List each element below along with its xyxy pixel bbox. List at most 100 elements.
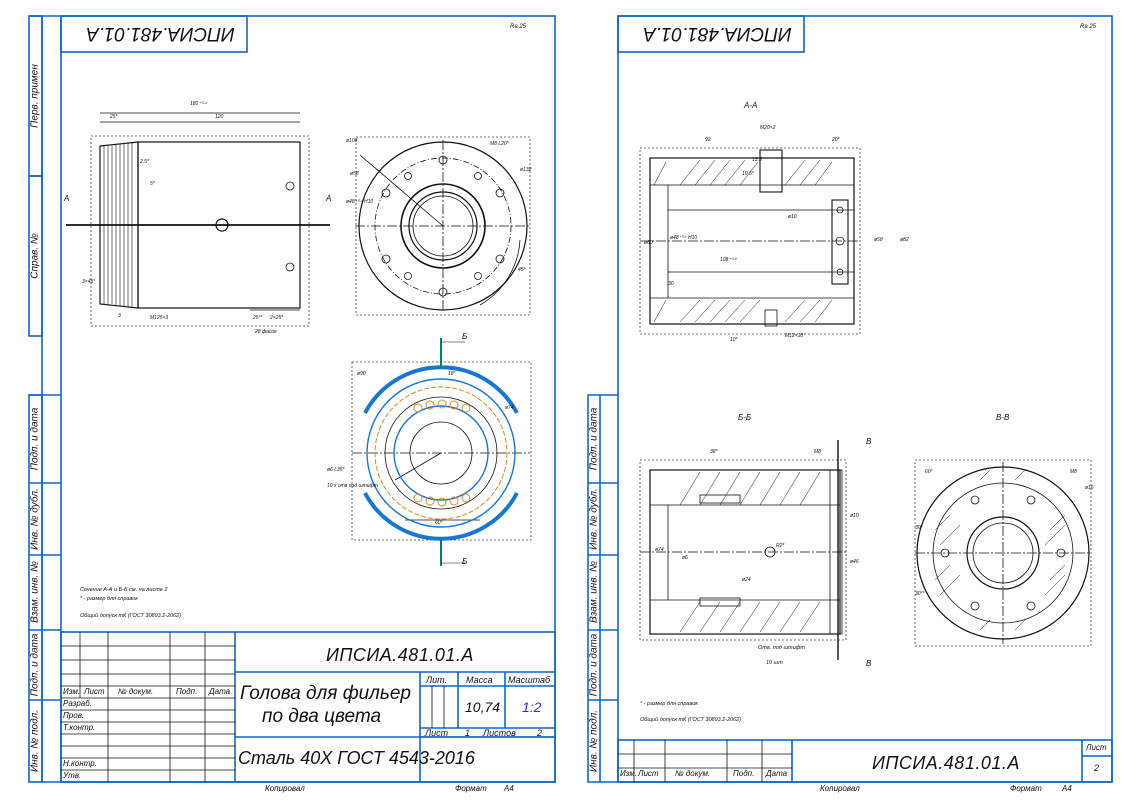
section-title: А-А [744, 101, 758, 110]
dimension: M12×18 [785, 333, 804, 339]
mass-value: 10,74 [465, 699, 501, 715]
material: Сталь 40Х ГОСТ 4543-2016 [238, 748, 475, 768]
dimension: ø108 [346, 138, 358, 144]
dimension: ø58 [350, 171, 359, 177]
side-label: Справ. № [29, 233, 41, 279]
column-header: № докум. [118, 687, 154, 696]
dimension: ø6 L35* [327, 467, 345, 473]
dimension: 120 [215, 114, 224, 120]
dimension: ø132 [520, 167, 532, 173]
note: Отв. под штифт [758, 645, 805, 651]
view-label: A [326, 194, 332, 203]
dimension: ø24 [742, 577, 751, 583]
sheet-2-graphics [587, 15, 1113, 783]
dimension: 60° [435, 520, 443, 526]
column-header: Дата [766, 769, 788, 778]
dimension: 18° [448, 371, 456, 377]
footer-format: Формат [1010, 784, 1042, 793]
side-label: Перв. примен [29, 64, 41, 128]
note: 10 шт [766, 660, 783, 666]
dimension: R2* [776, 543, 785, 549]
dimension: 3×45° [82, 279, 96, 285]
side-label: Инв. № дубл. [29, 488, 41, 550]
dimension: 13.5 [752, 157, 762, 163]
sheet-1-graphics [28, 15, 556, 783]
roughness-mark: Ra 25 [1080, 24, 1097, 30]
part-name-line2: по два цвета [262, 706, 382, 727]
sheet-label: Лист [1086, 743, 1107, 752]
mirror-title: ИПСИА.481.01.А [643, 23, 792, 44]
note: Общий допуск mК (ГОСТ 30893.2-2002) [80, 613, 182, 619]
dimension: M8 L20* [490, 141, 509, 147]
column-header: Лист [638, 769, 659, 778]
footer-copied: Копировал [820, 784, 860, 793]
section-title: Б-Б [738, 413, 752, 422]
dimension: 10 х отв под штифт [327, 483, 378, 489]
scale-value: 1:2 [522, 699, 542, 715]
sheets-total: 2 [537, 728, 543, 738]
column-header: № докум. [675, 769, 711, 778]
view-label: A [64, 194, 70, 203]
column-header: Изм. [63, 687, 81, 696]
role-label: Н.контр. [63, 759, 97, 768]
side-label: Подп. и дата [588, 407, 600, 471]
role-label: Т.контр. [63, 723, 96, 732]
dimension: 10.5* [742, 171, 754, 177]
dimension: M8 [1070, 469, 1077, 475]
note: * - размер для справок [640, 701, 698, 707]
side-label: Инв. № дубл. [588, 488, 600, 550]
dimension: 2×25* [270, 315, 284, 321]
view-label: Б [462, 332, 468, 341]
mass-label: Масса [466, 675, 493, 685]
sheet-label: Лист [425, 728, 449, 738]
role-label: Утв. [63, 771, 82, 780]
dimension: ø90 [357, 371, 366, 377]
mirror-title-box [617, 15, 805, 53]
footer-copied: Копировал [265, 784, 305, 793]
dimension: ø10 [788, 214, 797, 220]
note: Общий допуск mК (ГОСТ 30893.2-2002) [640, 717, 742, 723]
dimension: 30 [668, 281, 674, 287]
sheet-number: 1 [465, 728, 471, 738]
side-label: Инв. № подл. [29, 709, 41, 773]
dimension: 30° [915, 525, 923, 531]
doc-code: ИПСИА.481.01.А [326, 645, 474, 665]
footer-format-value: А4 [1062, 784, 1072, 793]
column-header: Изм. [620, 769, 638, 778]
side-label: Подп. и дата [29, 633, 41, 697]
note: * - размер для справок [80, 596, 138, 602]
dimension: 25°* [253, 315, 263, 321]
dimension: M125×3 [150, 315, 169, 321]
dimension: 180⁺⁰·⁴ [190, 101, 207, 107]
dimension: 60° [925, 469, 933, 475]
column-header: Подп. [733, 769, 755, 778]
dimension: ø48⁺⁰·¹ H10 [346, 199, 374, 205]
dimension: 45° [518, 267, 526, 273]
dimension: ø74 [505, 405, 514, 411]
doc-code: ИПСИА.481.01.А [872, 753, 1020, 773]
roughness-mark: Ra 25 [510, 24, 527, 30]
dimension: 3 [118, 313, 121, 319]
role-label: Пров. [63, 711, 85, 720]
footer-format: Формат [455, 784, 487, 793]
side-label: Взам. инв. № [588, 561, 600, 623]
footer-format-value: А4 [504, 784, 514, 793]
drawing-sheet-2: ИПСИА.481.01.А Ra 25 Подп. и дата Инв. №… [570, 0, 1139, 800]
side-label: Взам. инв. № [29, 561, 41, 623]
dimension: 25* [110, 114, 118, 120]
dimension: ø74 [655, 547, 664, 553]
dimension: 28 фасок [255, 329, 277, 335]
section-title: В-В [996, 413, 1010, 422]
role-label: Разраб. [63, 699, 92, 708]
dimension: ø46 [850, 559, 859, 565]
lit-label: Лит. [426, 675, 448, 685]
view-boundary [90, 135, 310, 327]
dimension: ø58 [874, 237, 883, 243]
sheet-number: 2 [1094, 763, 1100, 773]
note: Сечение А-А и Б-Б см. на листе 2 [80, 587, 168, 593]
frame-border [617, 15, 1113, 783]
dimension: 20* [832, 137, 840, 143]
view-label: В [866, 659, 872, 668]
dimension: 38* [710, 449, 718, 455]
side-label: Подп. и дата [29, 407, 41, 471]
